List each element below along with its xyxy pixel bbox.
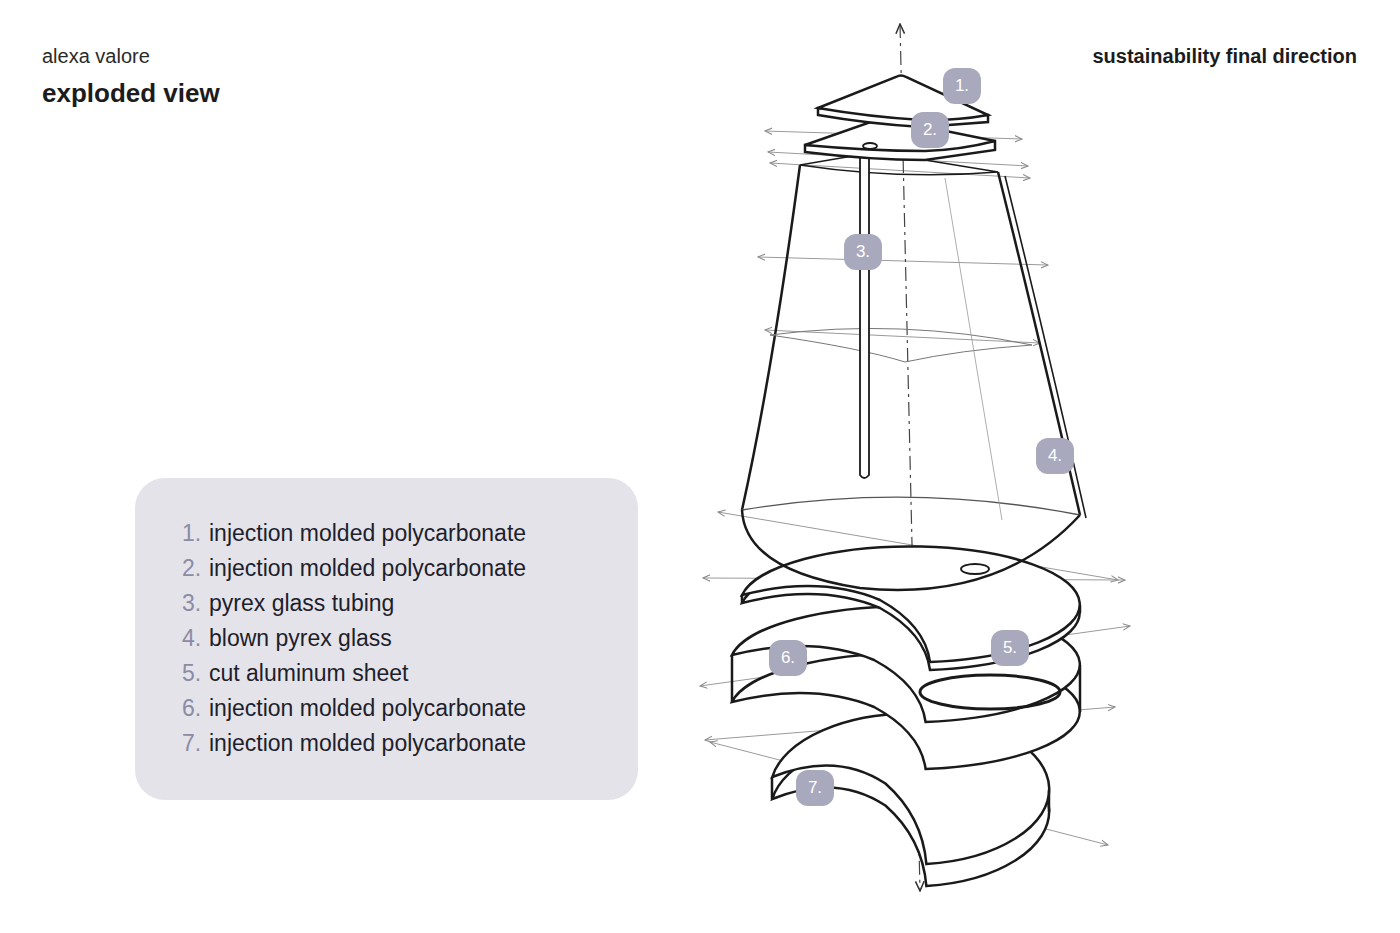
parts-list-row: 4.blown pyrex glass bbox=[182, 621, 618, 656]
callout-number: 2. bbox=[923, 120, 937, 140]
glass-tube-part-3 bbox=[860, 146, 870, 479]
page-title: exploded view bbox=[42, 78, 220, 109]
glass-part-4-stroke bbox=[742, 510, 1080, 590]
aluminum-sheet-part-5 bbox=[742, 546, 1080, 670]
material-name: injection molded polycarbonate bbox=[209, 730, 526, 756]
glass-part-4-stroke bbox=[770, 335, 1032, 362]
glass-part-4-stroke bbox=[945, 178, 1002, 520]
material-name: cut aluminum sheet bbox=[209, 660, 408, 686]
material-name: injection molded polycarbonate bbox=[209, 555, 526, 581]
callout-badge: 6. bbox=[769, 640, 807, 676]
list-number: 7. bbox=[182, 726, 209, 761]
callout-badge: 5. bbox=[991, 630, 1029, 666]
material-name: blown pyrex glass bbox=[209, 625, 392, 651]
list-number: 6. bbox=[182, 691, 209, 726]
explosion-lines-stroke bbox=[758, 257, 1048, 265]
housing-part-6-stroke bbox=[920, 675, 1060, 709]
base-part-7-stroke bbox=[771, 777, 774, 799]
parts-list-row: 7.injection molded polycarbonate bbox=[182, 726, 618, 761]
list-number: 1. bbox=[182, 516, 209, 551]
callout-badge: 2. bbox=[911, 112, 949, 148]
list-number: 5. bbox=[182, 656, 209, 691]
housing-part-6-stroke bbox=[731, 655, 734, 702]
callout-number: 3. bbox=[856, 242, 870, 262]
parts-list-row: 6.injection molded polycarbonate bbox=[182, 691, 618, 726]
list-number: 3. bbox=[182, 586, 209, 621]
callout-badge: 7. bbox=[796, 770, 834, 806]
callout-number: 6. bbox=[781, 648, 795, 668]
parts-list-row: 5.cut aluminum sheet bbox=[182, 656, 618, 691]
explosion-lines bbox=[700, 131, 1130, 845]
list-number: 4. bbox=[182, 621, 209, 656]
callout-number: 1. bbox=[955, 76, 969, 96]
parts-list-panel: 1.injection molded polycarbonate2.inject… bbox=[135, 478, 638, 800]
base-part-7-stroke bbox=[1048, 790, 1051, 812]
material-name: injection molded polycarbonate bbox=[209, 520, 526, 546]
project-name: alexa valore bbox=[42, 45, 150, 68]
material-name: injection molded polycarbonate bbox=[209, 695, 526, 721]
glass-part-4-stroke bbox=[998, 172, 1080, 515]
callout-number: 4. bbox=[1048, 446, 1062, 466]
parts-list-row: 3.pyrex glass tubing bbox=[182, 586, 618, 621]
glass-part-4-stroke bbox=[742, 497, 1080, 515]
parts-list-row: 1.injection molded polycarbonate bbox=[182, 516, 618, 551]
glass-part-4 bbox=[742, 152, 1086, 590]
aluminum-sheet-part-5-stroke bbox=[961, 564, 989, 574]
callout-number: 5. bbox=[1003, 638, 1017, 658]
callout-badge: 1. bbox=[943, 68, 981, 104]
callout-badge: 3. bbox=[844, 234, 882, 270]
parts-list-row: 2.injection molded polycarbonate bbox=[182, 551, 618, 586]
list-number: 2. bbox=[182, 551, 209, 586]
callout-number: 7. bbox=[808, 778, 822, 798]
glass-part-4-stroke bbox=[742, 165, 800, 510]
material-name: pyrex glass tubing bbox=[209, 590, 394, 616]
cap-part-2-stroke bbox=[863, 143, 877, 149]
glass-part-4-stroke bbox=[1005, 176, 1086, 518]
direction-label: sustainability final direction bbox=[1093, 45, 1358, 68]
callout-badge: 4. bbox=[1036, 438, 1074, 474]
glass-part-4-stroke bbox=[770, 328, 1032, 345]
glass-tube-part-3-stroke bbox=[860, 148, 869, 478]
